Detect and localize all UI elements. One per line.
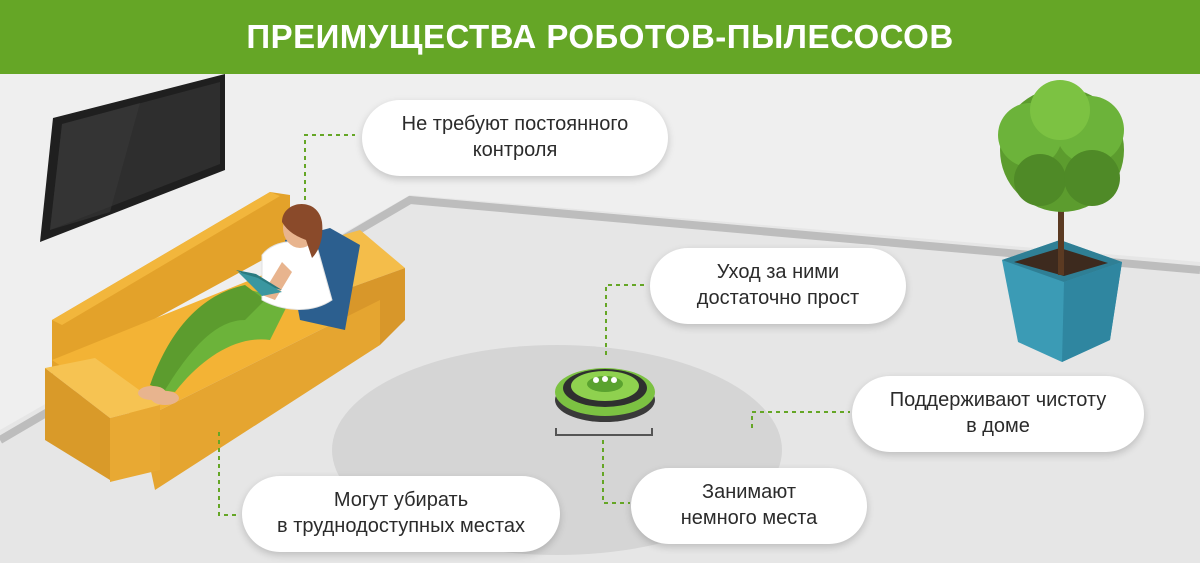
tv-icon [40, 74, 225, 242]
woman-reading-icon [138, 203, 360, 405]
callout-care-line2: достаточно прост [696, 287, 860, 309]
page-title: ПРЕИМУЩЕСТВА РОБОТОВ-ПЫЛЕСОСОВ [246, 18, 954, 55]
leader-line-clean [751, 411, 850, 428]
callout-control: Не требуют постоянного контроля [362, 100, 668, 176]
callout-clean-line1: Поддерживают чистоту [889, 389, 1107, 412]
leader-lines [218, 134, 850, 516]
callout-hard-places-line2: в труднодоступных местах [277, 515, 525, 537]
callout-control-line1: Не требуют постоянного [401, 113, 629, 136]
callout-care: Уход за ними достаточно прост [650, 248, 906, 324]
leader-line-care [605, 284, 648, 355]
callout-hard-places-line1: Могут убирать [333, 489, 469, 512]
callout-care-line1: Уход за ними [716, 261, 840, 284]
callout-space-line1: Занимают [701, 481, 796, 504]
leader-line-control [304, 134, 355, 200]
leader-line-space [602, 440, 630, 504]
callout-clean-line2: в доме [966, 415, 1030, 437]
callout-control-line2: контроля [472, 139, 558, 161]
callout-clean: Поддерживают чистоту в доме [852, 376, 1144, 452]
header-banner: ПРЕИМУЩЕСТВА РОБОТОВ-ПЫЛЕСОСОВ [0, 0, 1200, 74]
robot-vacuum-icon [555, 368, 655, 436]
callout-hard-places: Могут убирать в труднодоступных местах [242, 476, 560, 552]
potted-tree-icon [998, 80, 1124, 362]
leader-line-hard-places [218, 432, 240, 516]
callout-space-line2: немного места [680, 507, 818, 529]
callout-space: Занимают немного места [631, 468, 867, 544]
